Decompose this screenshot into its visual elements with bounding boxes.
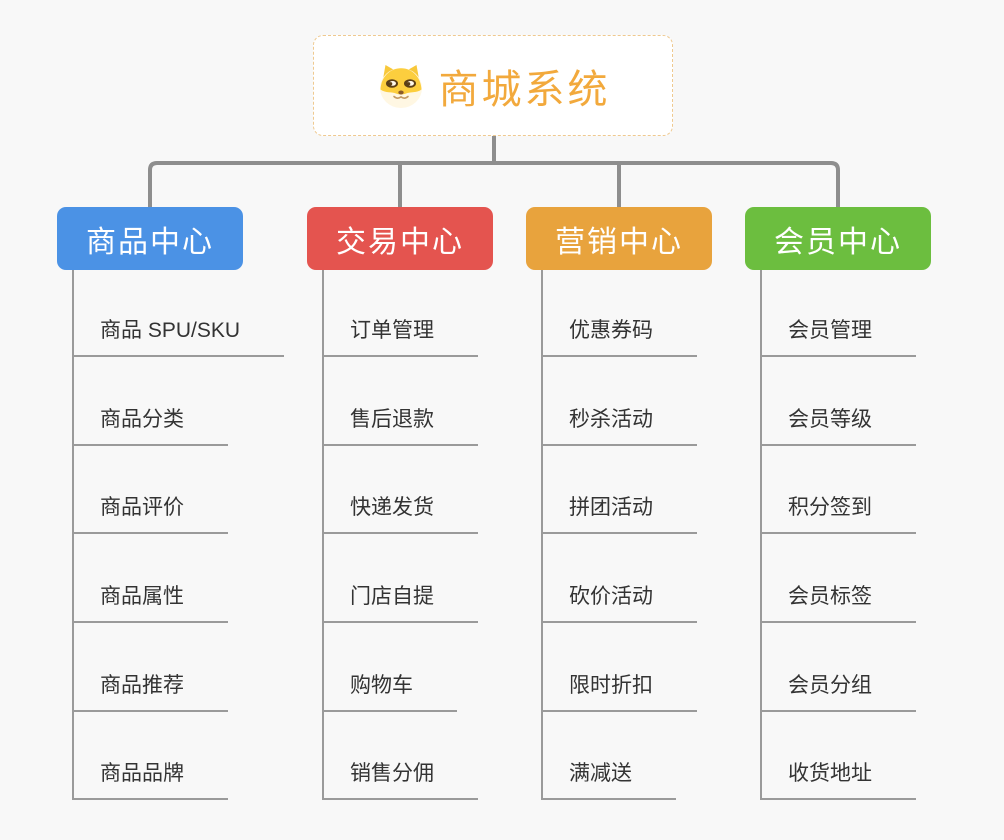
subtopic-node[interactable]: 会员分组: [760, 672, 916, 712]
root-topic-node[interactable]: 商城系统: [313, 35, 673, 136]
branch-vertical-line: [541, 270, 543, 800]
subtopic-node[interactable]: 购物车: [322, 672, 457, 712]
subtopic-node[interactable]: 售后退款: [322, 406, 478, 446]
branch-label: 会员中心: [774, 225, 902, 259]
branch-vertical-line: [760, 270, 762, 800]
branch-label: 营销中心: [555, 225, 683, 259]
branch-label: 商品中心: [86, 225, 214, 259]
subtopic-node[interactable]: 收货地址: [760, 760, 916, 800]
branch-header-marketing-center[interactable]: 营销中心: [526, 207, 712, 270]
subtopic-node[interactable]: 订单管理: [322, 317, 478, 357]
branch-vertical-line: [322, 270, 324, 800]
branch-header-product-center[interactable]: 商品中心: [57, 207, 243, 270]
subtopic-node[interactable]: 会员标签: [760, 583, 916, 623]
shiba-dog-icon: [379, 64, 422, 108]
subtopic-node[interactable]: 满减送: [541, 760, 676, 800]
subtopic-node[interactable]: 秒杀活动: [541, 406, 697, 446]
subtopic-node[interactable]: 商品推荐: [72, 672, 228, 712]
branch-header-member-center[interactable]: 会员中心: [745, 207, 931, 270]
subtopic-node[interactable]: 商品评价: [72, 494, 228, 534]
subtopic-node[interactable]: 销售分佣: [322, 760, 478, 800]
subtopic-node[interactable]: 门店自提: [322, 583, 478, 623]
subtopic-node[interactable]: 商品分类: [72, 406, 228, 446]
subtopic-node[interactable]: 拼团活动: [541, 494, 697, 534]
branch-label: 交易中心: [336, 225, 464, 259]
subtopic-node[interactable]: 砍价活动: [541, 583, 697, 623]
subtopic-node[interactable]: 优惠券码: [541, 317, 697, 357]
subtopic-node[interactable]: 会员等级: [760, 406, 916, 446]
subtopic-node[interactable]: 商品属性: [72, 583, 228, 623]
subtopic-node[interactable]: 限时折扣: [541, 672, 697, 712]
branch-vertical-line: [72, 270, 74, 800]
branch-header-trade-center[interactable]: 交易中心: [307, 207, 493, 270]
subtopic-node[interactable]: 快递发货: [322, 494, 478, 534]
subtopic-node[interactable]: 商品 SPU/SKU: [72, 317, 285, 357]
root-topic-title: 商城系统: [438, 67, 611, 112]
subtopic-node[interactable]: 积分签到: [760, 494, 916, 534]
subtopic-node[interactable]: 会员管理: [760, 317, 916, 357]
subtopic-node[interactable]: 商品品牌: [72, 760, 228, 800]
